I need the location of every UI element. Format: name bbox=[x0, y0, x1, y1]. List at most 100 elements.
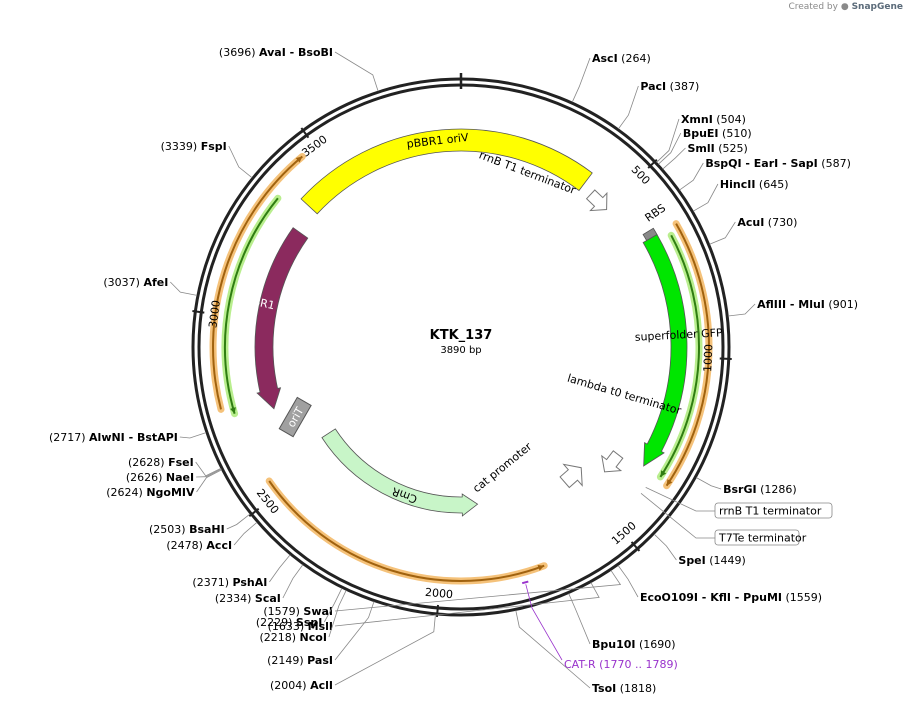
site-label: SpeI (1449) bbox=[678, 554, 745, 567]
site-position: (3339) bbox=[161, 140, 201, 153]
site-position: (264) bbox=[618, 52, 651, 65]
site-naei: (2626) NaeI bbox=[126, 468, 222, 484]
boxed-label-text: T7Te terminator bbox=[718, 532, 807, 545]
site-bsahi: (2503) BsaHI bbox=[149, 513, 251, 536]
site-label: (2334) ScaI bbox=[215, 592, 281, 605]
site-label: Bpu10I (1690) bbox=[592, 638, 676, 651]
feature-orit: oriT bbox=[278, 396, 312, 438]
site-label: (2371) PshAI bbox=[192, 576, 267, 589]
site-afliii-mlui: AflIII - MluI (901) bbox=[728, 298, 858, 317]
site-position: (2503) bbox=[149, 523, 189, 536]
site-ecoo109i-kfli-ppumi: EcoO109I - KflI - PpuMI (1559) bbox=[617, 565, 822, 604]
boxed-label-leader bbox=[645, 487, 716, 512]
site-position: (2334) bbox=[215, 592, 255, 605]
site-ncoi: (2218) NcoI bbox=[259, 590, 347, 644]
site-enzymes: AclI bbox=[310, 679, 333, 692]
site-enzymes: TsoI bbox=[592, 682, 616, 695]
site-enzymes: AfeI bbox=[143, 276, 168, 289]
site-label: (2626) NaeI bbox=[126, 471, 194, 484]
site-position: (1818) bbox=[616, 682, 656, 695]
site-pasi: (2149) PasI bbox=[267, 601, 375, 667]
site-swai: (1579) SwaI bbox=[263, 570, 622, 618]
site-label: AcuI (730) bbox=[737, 216, 797, 229]
site-position: (1633) bbox=[268, 620, 308, 633]
site-asci: AscI (264) bbox=[571, 52, 651, 103]
tick-mark-1500 bbox=[630, 541, 641, 552]
site-position: (901) bbox=[825, 298, 858, 311]
credit-prefix: Created by bbox=[788, 2, 838, 12]
plasmid-name: KTK_137 bbox=[430, 328, 493, 343]
site-leader-line bbox=[170, 281, 198, 296]
site-leader-line bbox=[618, 85, 639, 130]
site-position: (387) bbox=[666, 80, 699, 93]
site-position: (730) bbox=[764, 216, 797, 229]
site-label: (2624) NgoMIV bbox=[106, 486, 195, 499]
site-enzymes: AflIII - MluI bbox=[757, 298, 825, 311]
orit-box bbox=[278, 396, 312, 438]
site-label: (2503) BsaHI bbox=[149, 523, 225, 536]
site-leader-line bbox=[196, 468, 222, 478]
site-position: (645) bbox=[755, 178, 788, 191]
site-leader-line bbox=[653, 533, 677, 561]
site-label: (3696) AvaI - BsoBI bbox=[219, 46, 333, 59]
site-position: (1449) bbox=[706, 554, 746, 567]
site-label: XmnI (504) bbox=[681, 113, 746, 126]
site-leader-line bbox=[515, 610, 591, 689]
site-position: (504) bbox=[713, 113, 746, 126]
tick-label-3000: 3000 bbox=[206, 299, 223, 328]
site-label: (2717) AlwNI - BstAPI bbox=[49, 431, 178, 444]
feature-pbbr1-rep bbox=[254, 227, 309, 410]
site-leader-line bbox=[334, 601, 375, 661]
site-leader-line bbox=[282, 564, 304, 599]
site-position: (2628) bbox=[128, 456, 168, 469]
site-enzymes: NcoI bbox=[300, 631, 327, 644]
boxed-label-t7te-terminator: T7Te terminator bbox=[640, 492, 807, 546]
primer-leader bbox=[525, 584, 563, 661]
site-enzymes: AcuI bbox=[737, 216, 764, 229]
site-label: AflIII - MluI (901) bbox=[757, 298, 858, 311]
boxed-label-text: rrnB T1 terminator bbox=[719, 505, 822, 518]
site-label: (3339) FspI bbox=[161, 140, 227, 153]
site-scai: (2334) ScaI bbox=[215, 564, 304, 605]
site-enzymes: AlwNI - BstAPI bbox=[89, 431, 178, 444]
site-leader-line bbox=[179, 432, 207, 439]
feature-label-superfolder-gfp: superfolder GFP bbox=[634, 326, 723, 344]
site-enzymes: AccI bbox=[206, 539, 232, 552]
feature-superfolder-gfp bbox=[642, 233, 688, 467]
site-enzymes: XmnI bbox=[681, 113, 713, 126]
site-enzymes: NaeI bbox=[166, 471, 194, 484]
gfp-orange-bar-arrowhead bbox=[666, 479, 673, 486]
site-label: (2229) SspI bbox=[256, 616, 323, 629]
site-acci: (2478) AccI bbox=[166, 521, 258, 552]
site-position: (2478) bbox=[166, 539, 206, 552]
site-leader-line bbox=[233, 521, 258, 546]
backbone-ring bbox=[191, 73, 731, 617]
site-position: (1286) bbox=[757, 483, 797, 496]
site-leader-line bbox=[709, 221, 736, 245]
site-enzymes: BsrGI bbox=[723, 483, 756, 496]
site-bpuei: BpuEI (510) bbox=[658, 127, 752, 165]
site-position: (2149) bbox=[267, 654, 307, 667]
site-avai-bsobi: (3696) AvaI - BsoBI bbox=[219, 46, 379, 92]
feature-pbbr1-oriv bbox=[300, 128, 593, 215]
site-enzymes: BsaHI bbox=[189, 523, 225, 536]
site-fspi: (3339) FspI bbox=[161, 140, 253, 179]
site-enzymes: PshAI bbox=[233, 576, 268, 589]
site-leader-line bbox=[571, 57, 591, 103]
site-leader-line bbox=[728, 303, 756, 317]
site-position: (3696) bbox=[219, 46, 259, 59]
site-label: EcoO109I - KflI - PpuMI (1559) bbox=[640, 591, 822, 604]
site-leader-line bbox=[195, 461, 222, 477]
site-msli: (1633) MslI bbox=[268, 582, 600, 633]
primer-cat-r: CAT-R (1770 .. 1789) bbox=[521, 580, 678, 671]
site-leader-line bbox=[228, 145, 253, 179]
snapgene-credit: Created by ● SnapGene bbox=[788, 2, 903, 12]
gfp-green-bar-line bbox=[659, 234, 701, 478]
feature-rrnb-t1-terminator bbox=[585, 189, 608, 212]
boxed-label-frame bbox=[714, 529, 800, 546]
site-label: (2149) PasI bbox=[267, 654, 333, 667]
site-enzymes: SwaI bbox=[303, 605, 333, 618]
primer-label: CAT-R (1770 .. 1789) bbox=[564, 658, 678, 671]
site-label: (2628) FseI bbox=[128, 456, 194, 469]
